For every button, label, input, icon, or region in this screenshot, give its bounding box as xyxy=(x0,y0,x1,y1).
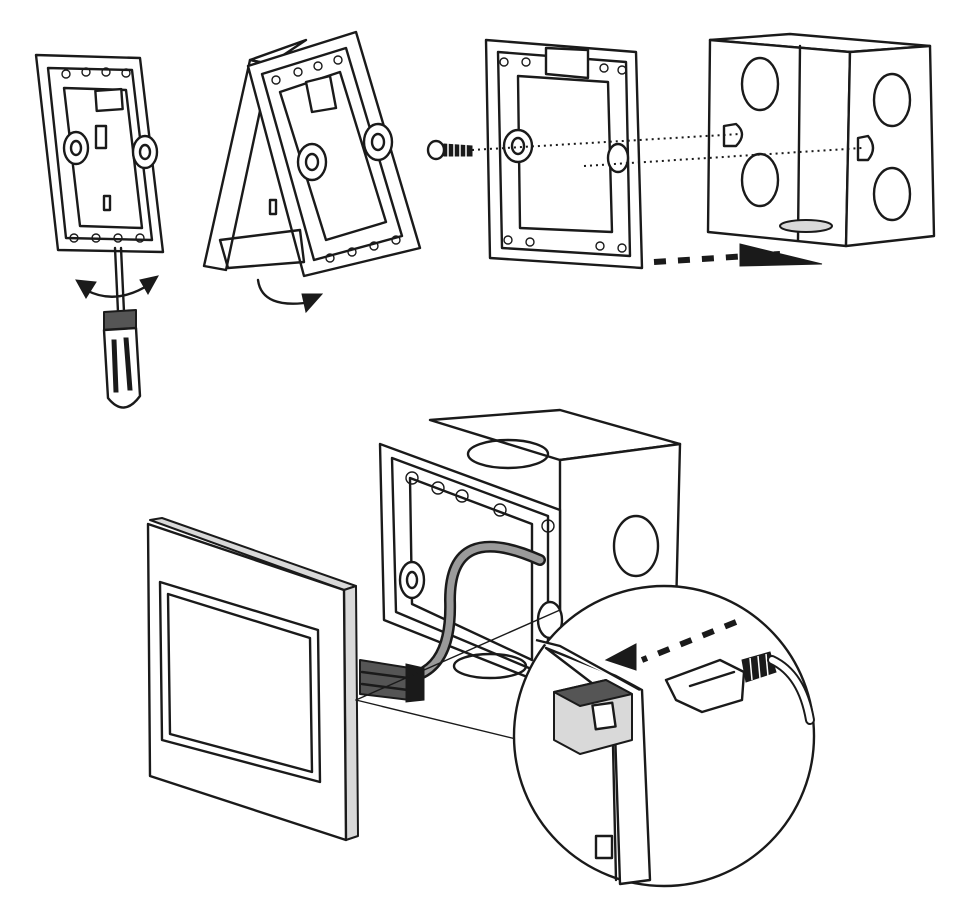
cable xyxy=(414,540,546,680)
alignment-lines xyxy=(471,133,863,167)
front-panel xyxy=(146,517,359,842)
rj-connector-icon xyxy=(359,659,425,703)
step2-device-open xyxy=(202,30,422,278)
screw-icon xyxy=(426,139,473,161)
rotate-arrow-icon xyxy=(256,278,324,314)
step1-device-back xyxy=(34,53,165,254)
mounting-frame xyxy=(484,38,644,270)
screwdriver-icon xyxy=(102,246,142,409)
wall-box xyxy=(706,32,936,248)
push-arrow-icon xyxy=(653,243,823,267)
rotate-arrow-icon xyxy=(75,275,159,299)
magnifier-callout xyxy=(355,584,816,888)
